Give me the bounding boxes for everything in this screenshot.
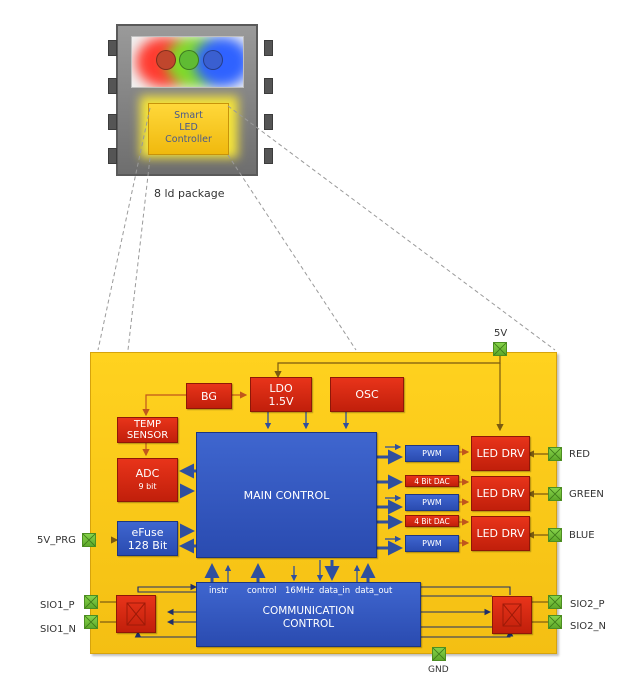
package-pin	[264, 148, 273, 164]
sio1-ctrl-wire	[137, 583, 198, 591]
zoom-line	[227, 154, 357, 351]
pwm-label: PWM	[422, 539, 442, 548]
adc-label: ADC	[135, 467, 160, 480]
pad-sio1-n	[84, 615, 98, 629]
zoom-lines	[97, 105, 556, 351]
port-data-in: data_in	[319, 586, 351, 596]
pin-label-5v: 5V	[494, 328, 508, 339]
red-led-icon	[156, 50, 176, 70]
dac-label: 4 Bit DAC	[414, 476, 450, 486]
package-pin	[108, 148, 117, 164]
pad-gnd	[432, 647, 446, 661]
temp-sensor-label: SENSOR	[126, 430, 169, 441]
green-led-icon	[179, 50, 199, 70]
dac-block-blue: 4 Bit DAC	[405, 515, 459, 527]
efuse-block: eFuse 128 Bit	[117, 521, 178, 556]
controller-label-line: Smart	[174, 110, 203, 121]
pin-label-gnd: GND	[428, 665, 449, 675]
bg-block: BG	[186, 383, 232, 409]
osc-block: OSC	[330, 377, 404, 412]
led-drv-red: LED DRV	[471, 436, 530, 471]
comm-label: COMMUNICATION	[262, 605, 355, 617]
pin-label-5v-prg: 5V_PRG	[37, 535, 76, 546]
pin-label-red: RED	[569, 449, 590, 460]
bg-label: BG	[201, 389, 217, 403]
pwm-block-blue: PWM	[405, 535, 459, 552]
pin-label-sio2-n: SIO2_N	[570, 621, 607, 632]
bg-temp-wire	[142, 394, 186, 417]
led-drv-green: LED DRV	[471, 476, 530, 511]
port-instr: instr	[209, 586, 229, 596]
zoom-line	[127, 157, 151, 351]
pad-5v	[493, 342, 507, 356]
port-control: control	[247, 586, 277, 596]
pwm-label: PWM	[422, 449, 442, 458]
communication-control-block: instr control 16MHz data_in data_out COM…	[196, 582, 421, 647]
led-drv-blue: LED DRV	[471, 516, 530, 551]
sio2-buffer	[492, 596, 532, 634]
package-pin	[264, 114, 273, 130]
controller-label-line: Controller	[165, 134, 212, 145]
package-pin	[108, 40, 117, 56]
pin-label-sio1-p: SIO1_P	[40, 600, 75, 611]
comm-label: CONTROL	[282, 618, 335, 630]
blue-led-icon	[203, 50, 223, 70]
sio1-ctrl-wire	[137, 587, 196, 593]
controller-label-line: LED	[179, 122, 198, 133]
package-pin	[108, 78, 117, 94]
smart-led-controller: Smart LED Controller	[148, 103, 229, 155]
led-drv-label: LED DRV	[476, 527, 525, 540]
led-window	[131, 36, 244, 88]
pwm-label: PWM	[422, 498, 442, 507]
adc-block: ADC 9 bit	[117, 458, 178, 502]
package-pin	[264, 78, 273, 94]
ldo-voltage: 1.5V	[268, 394, 294, 408]
pin-label-sio1-n: SIO1_N	[40, 624, 77, 635]
main-control-block: MAIN CONTROL	[196, 432, 377, 558]
transceiver-icon	[502, 603, 522, 627]
main-control-label: MAIN CONTROL	[243, 488, 330, 502]
pad-green	[548, 487, 562, 501]
sio1-buffer	[116, 595, 156, 633]
zoom-line	[227, 105, 556, 351]
port-data-out: data_out	[355, 586, 393, 596]
pad-sio2-n	[548, 615, 562, 629]
efuse-label: eFuse	[131, 525, 164, 539]
pad-blue	[548, 528, 562, 542]
pad-red	[548, 447, 562, 461]
port-clock: 16MHz	[285, 586, 315, 596]
pwm-block-red: PWM	[405, 445, 459, 462]
sio2-ctrl-wire	[420, 586, 511, 595]
efuse-size: 128 Bit	[127, 538, 168, 552]
pin-label-sio2-p: SIO2_P	[570, 599, 605, 610]
package-pin	[264, 40, 273, 56]
dac-label: 4 Bit DAC	[414, 516, 450, 526]
adc-resolution: 9 bit	[138, 482, 157, 491]
temp-sensor-label: TEMP	[133, 419, 162, 430]
osc-label: OSC	[355, 388, 379, 401]
pad-sio1-p	[84, 595, 98, 609]
temp-sensor-block: TEMP SENSOR	[117, 417, 178, 443]
zoom-line	[97, 107, 151, 351]
power-wire	[274, 352, 501, 379]
pin-label-green: GREEN	[569, 489, 604, 500]
sio1-en-wire	[134, 630, 196, 638]
pin-label-blue: BLUE	[569, 530, 595, 541]
pad-5v-prg	[82, 533, 96, 547]
led-drv-label: LED DRV	[476, 487, 525, 500]
package-caption: 8 ld package	[154, 187, 225, 200]
dac-block-green: 4 Bit DAC	[405, 475, 459, 487]
transceiver-icon	[126, 602, 146, 626]
pad-sio2-p	[548, 595, 562, 609]
led-drv-label: LED DRV	[476, 447, 525, 460]
ldo-label: LDO	[269, 381, 293, 395]
pwm-block-green: PWM	[405, 494, 459, 511]
package-pin	[108, 114, 117, 130]
ldo-block: LDO 1.5V	[250, 377, 312, 412]
